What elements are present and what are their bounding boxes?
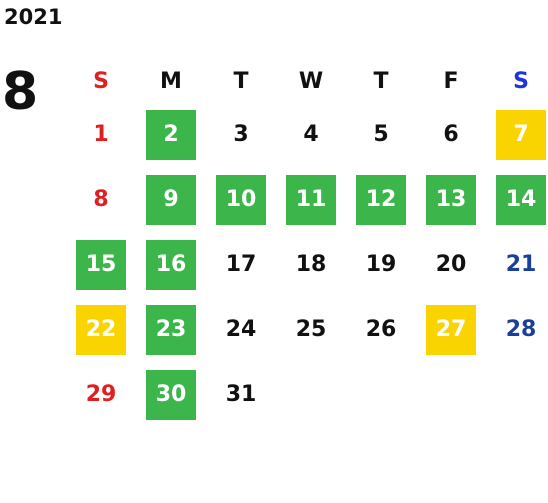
day-number: 9 — [146, 174, 196, 225]
day-number: 29 — [85, 382, 117, 407]
calendar-day: 23 — [136, 297, 206, 362]
day-number: 5 — [373, 122, 389, 147]
calendar-day: 9 — [136, 167, 206, 232]
day-number: 12 — [356, 174, 406, 225]
day-number: 20 — [435, 252, 467, 277]
calendar-day: 25 — [276, 297, 346, 362]
calendar-day: 16 — [136, 232, 206, 297]
day-number: 14 — [496, 174, 546, 225]
day-number: 6 — [443, 122, 459, 147]
weekday-header: W — [298, 68, 324, 94]
calendar-day: 10 — [206, 167, 276, 232]
calendar-day: 27 — [416, 297, 486, 362]
day-number: 19 — [365, 252, 397, 277]
day-number: 16 — [146, 239, 196, 290]
calendar-day: 19 — [346, 232, 416, 297]
weekday-header: S — [513, 68, 529, 94]
day-number: 23 — [146, 304, 196, 355]
day-number: 28 — [505, 317, 537, 342]
calendar-day: 28 — [486, 297, 548, 362]
month-number: 8 — [2, 62, 39, 122]
day-number: 25 — [295, 317, 327, 342]
calendar-day: 20 — [416, 232, 486, 297]
day-number: 1 — [93, 122, 109, 147]
day-number: 17 — [225, 252, 257, 277]
day-number: 11 — [286, 174, 336, 225]
day-number: 13 — [426, 174, 476, 225]
weekday-header: S — [93, 68, 109, 94]
weekday-header: F — [443, 68, 459, 94]
calendar-day: 30 — [136, 362, 206, 427]
calendar-day: 22 — [66, 297, 136, 362]
day-number: 31 — [225, 382, 257, 407]
calendar-day: 3 — [206, 102, 276, 167]
day-number: 27 — [426, 304, 476, 355]
calendar-day: 1 — [66, 102, 136, 167]
day-number: 15 — [76, 239, 126, 290]
weekday-header: T — [233, 68, 249, 94]
day-number: 4 — [303, 122, 319, 147]
calendar-day: 14 — [486, 167, 548, 232]
calendar-day: 12 — [346, 167, 416, 232]
calendar-day: 17 — [206, 232, 276, 297]
day-number: 10 — [216, 174, 266, 225]
day-number: 7 — [496, 109, 546, 160]
calendar-day: 24 — [206, 297, 276, 362]
day-number: 8 — [93, 187, 109, 212]
day-number: 2 — [146, 109, 196, 160]
calendar-day: 29 — [66, 362, 136, 427]
day-number: 24 — [225, 317, 257, 342]
calendar-day: 5 — [346, 102, 416, 167]
weekday-header: T — [373, 68, 389, 94]
calendar-day: 26 — [346, 297, 416, 362]
calendar-day: 2 — [136, 102, 206, 167]
day-number: 22 — [76, 304, 126, 355]
calendar-day: 11 — [276, 167, 346, 232]
day-number: 30 — [146, 369, 196, 420]
day-number: 18 — [295, 252, 327, 277]
calendar-day: 31 — [206, 362, 276, 427]
day-number: 21 — [505, 252, 537, 277]
calendar-day: 6 — [416, 102, 486, 167]
day-number: 26 — [365, 317, 397, 342]
calendar-day: 15 — [66, 232, 136, 297]
calendar-day: 7 — [486, 102, 548, 167]
calendar-day: 18 — [276, 232, 346, 297]
calendar-day: 8 — [66, 167, 136, 232]
calendar-day: 21 — [486, 232, 548, 297]
weekday-header: M — [160, 68, 182, 94]
calendar-day: 13 — [416, 167, 486, 232]
calendar-day: 4 — [276, 102, 346, 167]
year-label: 2021 — [4, 5, 63, 29]
day-number: 3 — [233, 122, 249, 147]
